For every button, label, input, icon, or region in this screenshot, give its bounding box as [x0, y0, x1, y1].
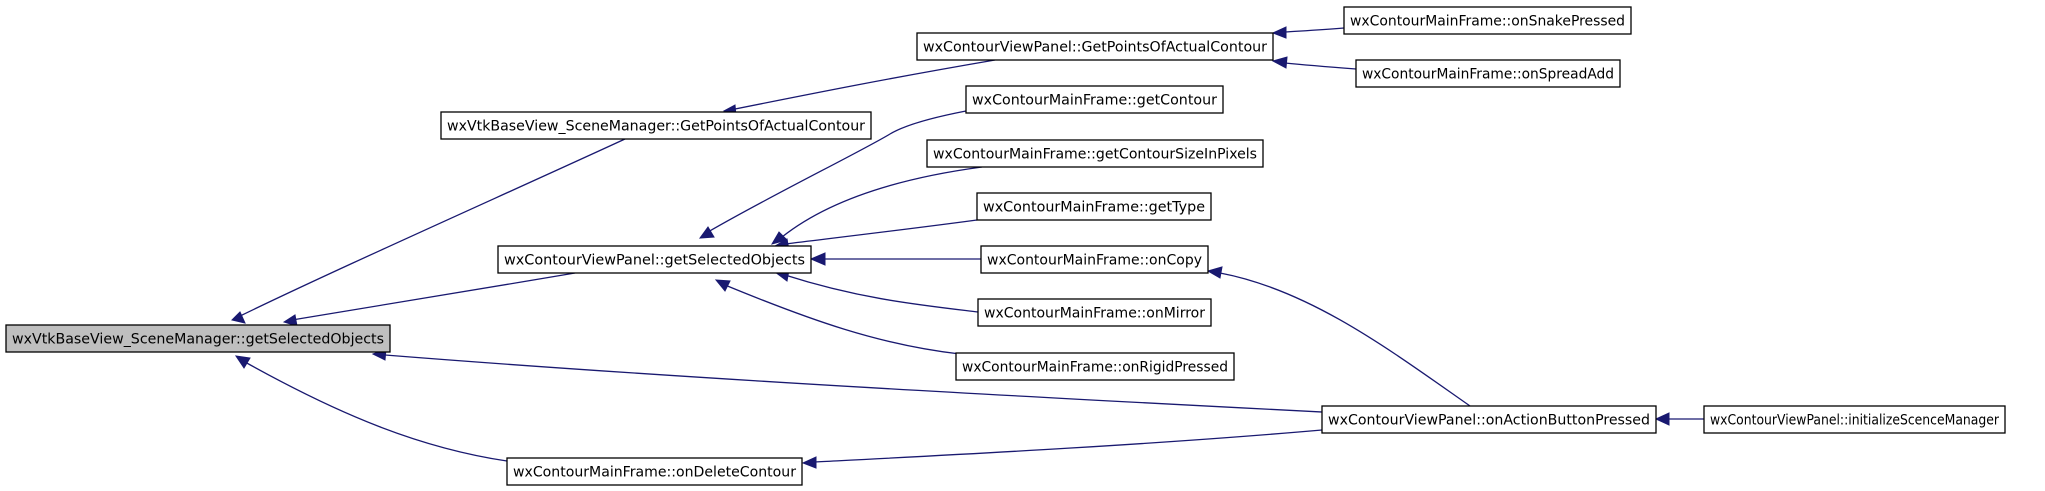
node-label: wxContourMainFrame::getContourSizeInPixe… [933, 147, 1257, 163]
edge-n5-to-n0 [282, 272, 576, 327]
node-box[interactable] [955, 352, 1235, 381]
edge-line [291, 272, 576, 321]
node-n0[interactable]: wxVtkBaseView_SceneManager::getSelectedO… [5, 324, 391, 353]
node-box[interactable] [980, 245, 1209, 274]
node-n13[interactable]: wxContourViewPanel::initializeScenceMana… [1703, 405, 2006, 434]
edge-n11-to-n5 [714, 279, 961, 355]
node-box[interactable] [497, 245, 812, 274]
edge-n10-to-n5 [773, 269, 979, 313]
edge-line [1284, 62, 1357, 70]
node-box[interactable] [5, 324, 391, 353]
edge-arrowhead [1206, 266, 1223, 279]
edge-n12-to-n9 [1206, 266, 1471, 407]
edge-line [784, 274, 979, 313]
node-n3[interactable]: wxContourMainFrame::onSnakePressed [1343, 6, 1632, 35]
edge-n14-to-n0 [234, 355, 508, 462]
node-n9[interactable]: wxContourMainFrame::onCopy [980, 245, 1209, 274]
edge-arrowhead [1271, 26, 1287, 39]
edge-arrowhead [234, 355, 251, 369]
node-label: wxContourViewPanel::onActionButtonPresse… [1328, 413, 1650, 429]
edge-n3-to-n2 [1271, 26, 1345, 39]
node-n5[interactable]: wxContourViewPanel::getSelectedObjects [497, 245, 812, 274]
node-n4[interactable]: wxContourMainFrame::onSpreadAdd [1355, 59, 1621, 88]
edge-n9-to-n5 [809, 252, 981, 266]
edge-arrowhead [1271, 56, 1288, 69]
node-box[interactable] [926, 139, 1264, 168]
edge-line [724, 284, 961, 355]
node-label: wxContourViewPanel::GetPointsOfActualCon… [923, 40, 1267, 56]
node-n1[interactable]: wxVtkBaseView_SceneManager::GetPointsOfA… [440, 111, 872, 140]
nodes-layer: wxVtkBaseView_SceneManager::getSelectedO… [5, 6, 2006, 486]
node-label: wxContourMainFrame::getType [983, 200, 1205, 216]
edge-n13-to-n12 [1654, 412, 1704, 426]
node-n12[interactable]: wxContourViewPanel::onActionButtonPresse… [1321, 405, 1657, 434]
edge-line [781, 166, 983, 238]
edge-arrowhead [714, 279, 731, 292]
node-label: wxContourMainFrame::onMirror [984, 306, 1205, 322]
node-n14[interactable]: wxContourMainFrame::onDeleteContour [506, 457, 803, 486]
node-box[interactable] [1703, 405, 2006, 434]
node-box[interactable] [506, 457, 803, 486]
edge-n12-to-n14 [801, 429, 1323, 469]
node-box[interactable] [916, 32, 1274, 61]
node-label: wxContourMainFrame::onDeleteContour [513, 465, 796, 481]
node-box[interactable] [977, 298, 1212, 327]
node-n11[interactable]: wxContourMainFrame::onRigidPressed [955, 352, 1235, 381]
node-n8[interactable]: wxContourMainFrame::getType [976, 192, 1212, 221]
node-box[interactable] [976, 192, 1212, 221]
node-box[interactable] [1343, 6, 1632, 35]
node-label: wxContourMainFrame::onSpreadAdd [1362, 67, 1614, 83]
edge-n1-to-n0 [231, 138, 626, 324]
node-n2[interactable]: wxContourViewPanel::GetPointsOfActualCon… [916, 32, 1274, 61]
node-box[interactable] [1355, 59, 1621, 88]
node-label: wxContourViewPanel::initializeScenceMana… [1710, 413, 1999, 429]
node-label: wxContourMainFrame::getContour [972, 93, 1217, 109]
edge-line [707, 110, 967, 233]
edge-n6-to-n5 [698, 110, 967, 239]
edge-line [235, 138, 626, 319]
edge-arrowhead [698, 226, 715, 239]
node-n10[interactable]: wxContourMainFrame::onMirror [977, 298, 1212, 327]
node-label: wxContourMainFrame::onRigidPressed [962, 360, 1228, 376]
edge-line [814, 429, 1323, 463]
edge-arrowhead [231, 311, 246, 324]
node-label: wxContourViewPanel::getSelectedObjects [504, 253, 805, 269]
edge-n4-to-n2 [1271, 56, 1357, 70]
edge-line [384, 354, 1323, 413]
edge-line [244, 361, 508, 462]
edge-n2-to-n1 [722, 59, 996, 117]
edge-line [729, 59, 996, 111]
node-n6[interactable]: wxContourMainFrame::getContour [965, 85, 1224, 114]
node-box[interactable] [1321, 405, 1657, 434]
node-label: wxVtkBaseView_SceneManager::getSelectedO… [12, 332, 384, 348]
node-label: wxContourMainFrame::onCopy [987, 253, 1202, 269]
edge-arrowhead [809, 252, 826, 266]
edge-line [1284, 27, 1345, 33]
node-n7[interactable]: wxContourMainFrame::getContourSizeInPixe… [926, 139, 1264, 168]
edge-line [784, 219, 978, 245]
edge-arrowhead [282, 314, 298, 327]
node-label: wxContourMainFrame::onSnakePressed [1350, 14, 1625, 30]
edge-arrowhead [1654, 412, 1670, 426]
node-box[interactable] [965, 85, 1224, 114]
edge-line [1219, 272, 1471, 407]
node-box[interactable] [440, 111, 872, 140]
node-label: wxVtkBaseView_SceneManager::GetPointsOfA… [447, 119, 865, 135]
edge-arrowhead [801, 456, 817, 469]
